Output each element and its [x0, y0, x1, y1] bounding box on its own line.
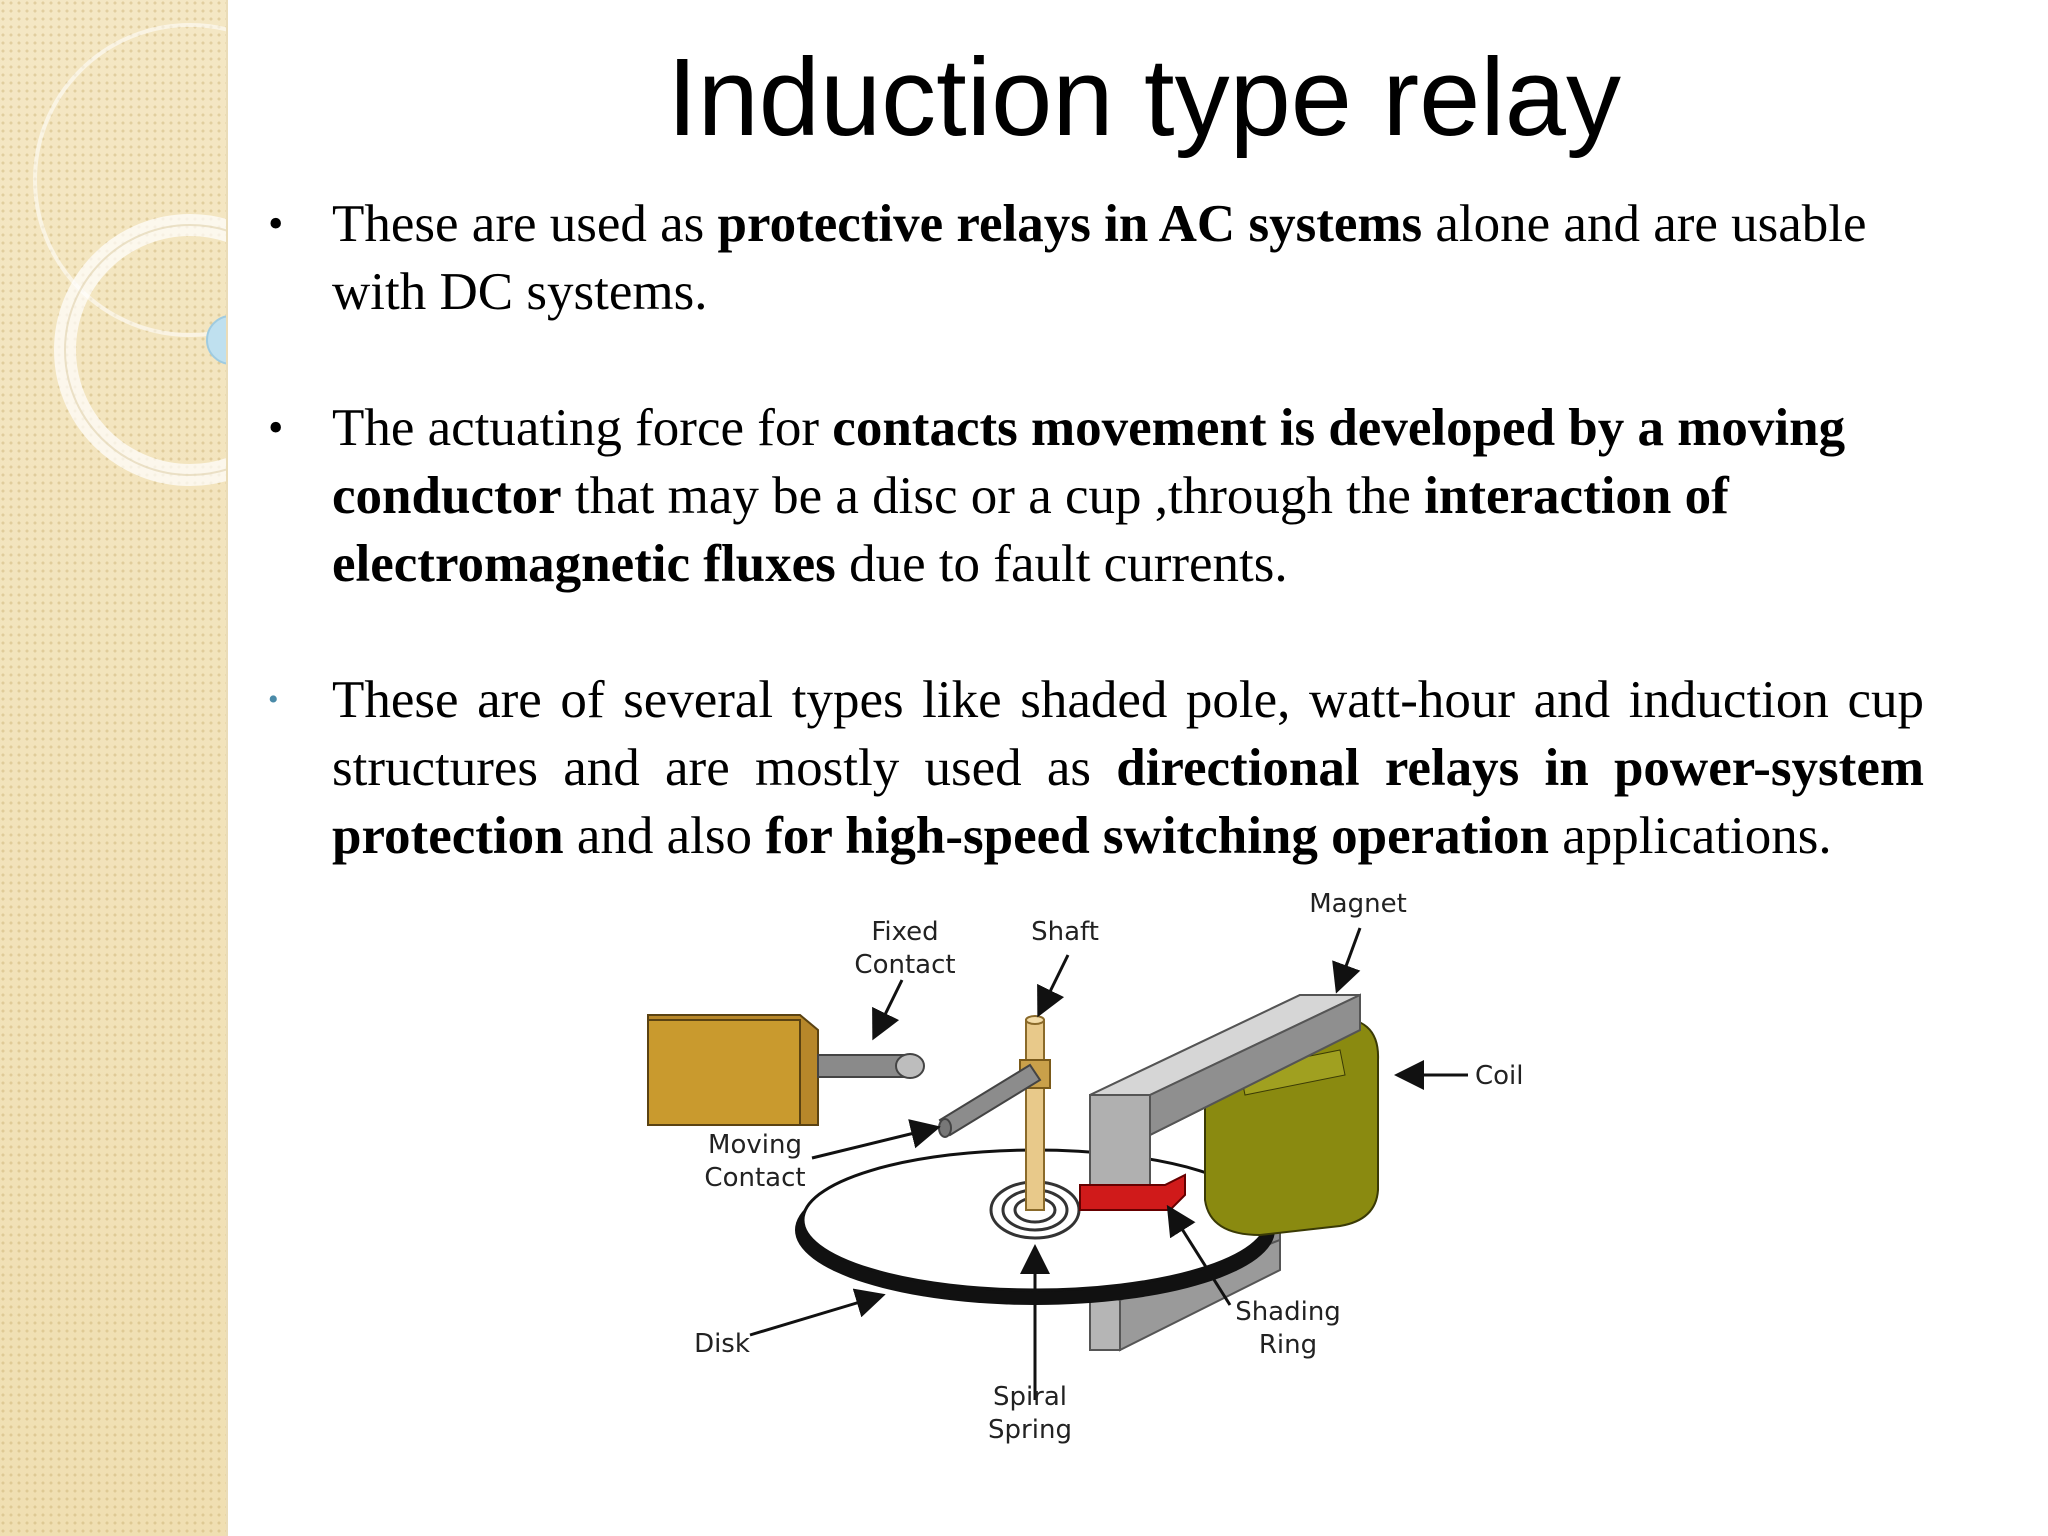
bullet-marker: • [268, 199, 284, 248]
bullet-text-bold: directional relays in power-system prote… [332, 739, 1924, 865]
decorative-sidebar [0, 0, 228, 1536]
magnet [1089, 993, 1361, 1191]
label-moving-contact: Moving [708, 1130, 802, 1160]
moving-contact [938, 1063, 1042, 1138]
label-coil: Coil [1475, 1061, 1524, 1091]
induction-relay-diagram: Fixed Contact Shaft Magnet Coil Moving C… [647, 890, 1524, 1445]
bullet-item: • These are used as protective relays in… [268, 190, 1924, 326]
bullet-text-bold: interaction of electromagnetic fluxes [332, 467, 1729, 593]
bullet-text: alone and are usable with DC systems. [332, 195, 1867, 321]
label-shading-ring: Ring [1259, 1330, 1317, 1360]
decorative-circles [33, 23, 228, 486]
bullet-text: These are of several types like shaded p… [332, 671, 1924, 797]
label-spiral-spring: Spring [988, 1415, 1072, 1445]
label-magnet: Magnet [1309, 890, 1407, 919]
bullet-text-bold: contacts movement is developed by a movi… [332, 399, 1846, 525]
label-shaft: Shaft [1031, 917, 1099, 947]
bullet-text: These are used as [332, 195, 718, 253]
label-fixed-contact: Fixed [871, 917, 938, 947]
bullet-item: • These are of several types like shaded… [268, 666, 1924, 870]
bullet-text: due to fault currents. [835, 535, 1288, 593]
bullet-list: • These are used as protective relays in… [268, 190, 1924, 938]
label-spiral-spring: Spiral [993, 1382, 1067, 1412]
bullet-text: The actuating force for [332, 399, 833, 457]
bullet-text: and also [563, 807, 766, 865]
bullet-marker: • [268, 403, 284, 452]
shading-ring [1079, 1173, 1186, 1211]
label-disk: Disk [694, 1329, 750, 1359]
fixed-contact [647, 1014, 925, 1126]
bullet-marker: • [268, 683, 279, 716]
label-fixed-contact: Contact [854, 950, 955, 980]
bullet-text-bold: protective relays in AC systems [717, 195, 1423, 253]
label-moving-contact: Contact [704, 1163, 805, 1193]
blue-bubble-icon [206, 315, 228, 365]
bullet-item: • The actuating force for contacts movem… [268, 394, 1924, 598]
bullet-text: applications. [1549, 807, 1832, 865]
label-shading-ring: Shading [1235, 1297, 1341, 1327]
leader-arrows [749, 927, 1468, 1400]
bullet-text-bold: for high-speed switching operation [765, 807, 1550, 865]
bullet-text: that may be a disc or a cup ,through the [561, 467, 1425, 525]
slide-title: Induction type relay [667, 36, 1621, 159]
